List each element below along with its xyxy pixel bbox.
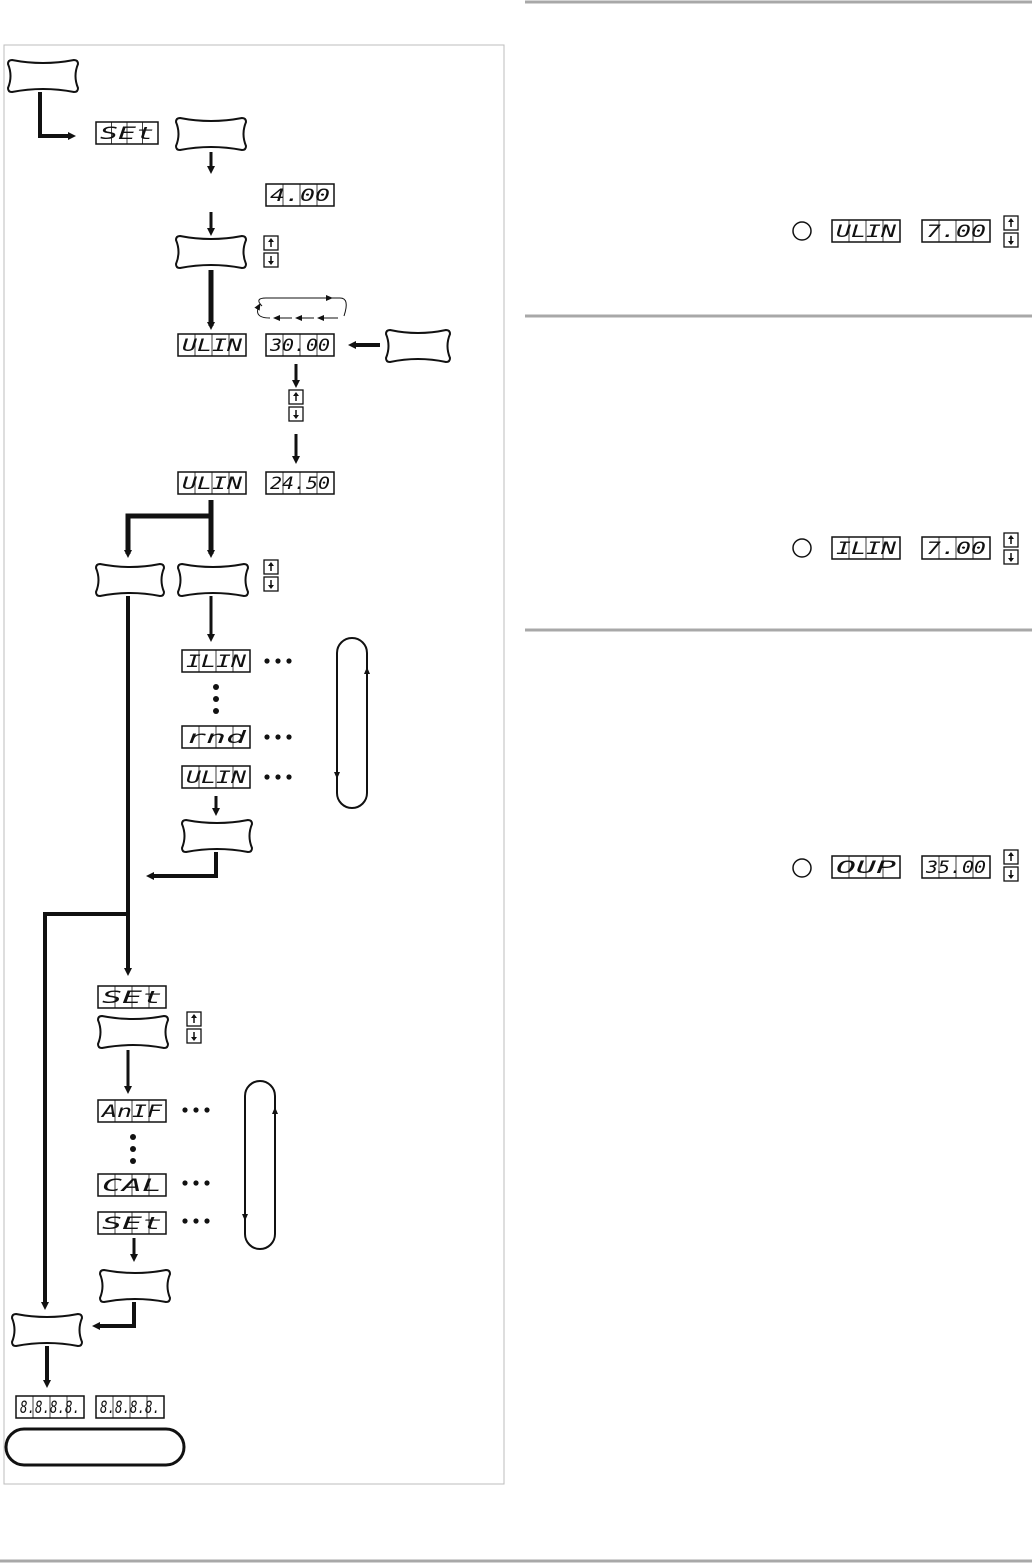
menu-item-ulin-text: ULIN [186, 768, 247, 788]
key-set-button[interactable] [174, 116, 248, 152]
right-ilin-value-text: 7.00 [926, 539, 986, 559]
updown-keys-4[interactable] [186, 1011, 202, 1044]
preset-current-display-text: 4.00 [270, 186, 330, 206]
digit-cursor-cycle [254, 295, 347, 321]
segment-test-left-text: 8.8.8.8. [20, 1398, 80, 1418]
ellipsis-icon [264, 774, 292, 780]
ellipsis-icon [182, 1180, 210, 1186]
right-ilin-value: 7.00 [921, 536, 991, 560]
ulin-value-display-start: 30.00 [265, 333, 335, 357]
up-arrow-icon[interactable] [288, 389, 304, 405]
down-arrow-icon[interactable] [1003, 866, 1019, 882]
set-display-top-text: SEt [100, 124, 154, 144]
menu-item-rnd: rnd [181, 725, 251, 749]
up-arrow-icon[interactable] [1003, 215, 1019, 231]
menu-item-anif-text: AnIF [101, 1102, 164, 1122]
right-ilin-name: ILIN [831, 536, 901, 560]
menu-item-ulin: ULIN [181, 765, 251, 789]
end-capsule [4, 1427, 186, 1467]
circle-indicator-icon [792, 221, 812, 878]
down-arrow-icon[interactable] [288, 406, 304, 422]
right-ulin-name-text: ULIN [836, 222, 897, 242]
right-ulin-value: 7.00 [921, 219, 991, 243]
ellipsis-icon [264, 658, 292, 664]
key-enter-right-button[interactable] [384, 328, 452, 364]
down-arrow-icon[interactable] [186, 1028, 202, 1044]
updown-keys-right-2[interactable] [1003, 532, 1019, 565]
up-arrow-icon[interactable] [263, 235, 279, 251]
right-ulin-value-text: 7.00 [926, 222, 986, 242]
menu-item-rnd-text: rnd [186, 728, 247, 748]
menu-loop-2 [242, 1080, 278, 1250]
down-arrow-icon[interactable] [263, 252, 279, 268]
menu-item-anif: AnIF [97, 1099, 167, 1123]
flow-connectors [38, 92, 380, 1388]
right-ovp-value: 35.00 [921, 855, 991, 879]
set-display-lower: SEt [97, 985, 167, 1009]
down-arrow-icon[interactable] [263, 576, 279, 592]
ulin-name-display-2-text: ULIN [182, 474, 243, 494]
preset-current-display: 4.00 [265, 183, 335, 207]
menu-item-ilin: ILIN [181, 649, 251, 673]
flowchart-panel [3, 44, 505, 1485]
key-select-button[interactable] [174, 234, 248, 270]
updown-keys-2[interactable] [288, 389, 304, 422]
up-arrow-icon[interactable] [1003, 849, 1019, 865]
key-confirm-1-button[interactable] [180, 818, 254, 854]
ulin-name-display-2: ULIN [177, 471, 247, 495]
menu-loop-1 [334, 637, 370, 809]
down-arrow-icon[interactable] [1003, 549, 1019, 565]
key-left-button[interactable] [94, 562, 166, 598]
ellipsis-icon [182, 1218, 210, 1224]
right-ovp-name: OUP [831, 855, 901, 879]
ulin-value-display-edited-text: 24.50 [270, 474, 330, 494]
menu-item-ilin-text: ILIN [186, 652, 247, 672]
ulin-value-display-edited: 24.50 [265, 471, 335, 495]
set-display-lower-text: SEt [102, 988, 162, 1008]
ulin-name-display-1: ULIN [177, 333, 247, 357]
key-mid-button[interactable] [176, 562, 250, 598]
updown-keys-right-3[interactable] [1003, 849, 1019, 882]
key-exit-button[interactable] [10, 1312, 84, 1348]
menu-item-cal: CAL [97, 1173, 167, 1197]
right-ulin-name: ULIN [831, 219, 901, 243]
updown-keys-right-1[interactable] [1003, 215, 1019, 248]
ulin-value-display-start-text: 30.00 [269, 336, 330, 356]
updown-keys-1[interactable] [263, 235, 279, 268]
segment-test-right: 8.8.8.8. [95, 1395, 165, 1419]
segment-test-right-text: 8.8.8.8. [100, 1398, 160, 1418]
ellipsis-icon [264, 734, 292, 740]
ulin-name-display-1-text: ULIN [182, 336, 243, 356]
set-display-top: SEt [95, 121, 159, 145]
ellipsis-icon [182, 1107, 210, 1113]
up-arrow-icon[interactable] [263, 559, 279, 575]
key-set-lower-button[interactable] [96, 1014, 170, 1050]
up-arrow-icon[interactable] [1003, 532, 1019, 548]
down-arrow-icon[interactable] [1003, 232, 1019, 248]
menu-item-set: SEt [97, 1211, 167, 1235]
right-ovp-name-text: OUP [836, 858, 896, 878]
key-confirm-2-button[interactable] [98, 1268, 172, 1304]
vertical-ellipsis-icon [130, 684, 219, 1164]
updown-keys-3[interactable] [263, 559, 279, 592]
right-ovp-value-text: 35.00 [925, 858, 986, 878]
menu-item-set-text: SEt [102, 1214, 162, 1234]
menu-item-cal-text: CAL [102, 1176, 162, 1196]
up-arrow-icon[interactable] [186, 1011, 202, 1027]
right-ilin-name-text: ILIN [836, 539, 897, 559]
key-top-button[interactable] [6, 58, 80, 94]
segment-test-left: 8.8.8.8. [15, 1395, 85, 1419]
